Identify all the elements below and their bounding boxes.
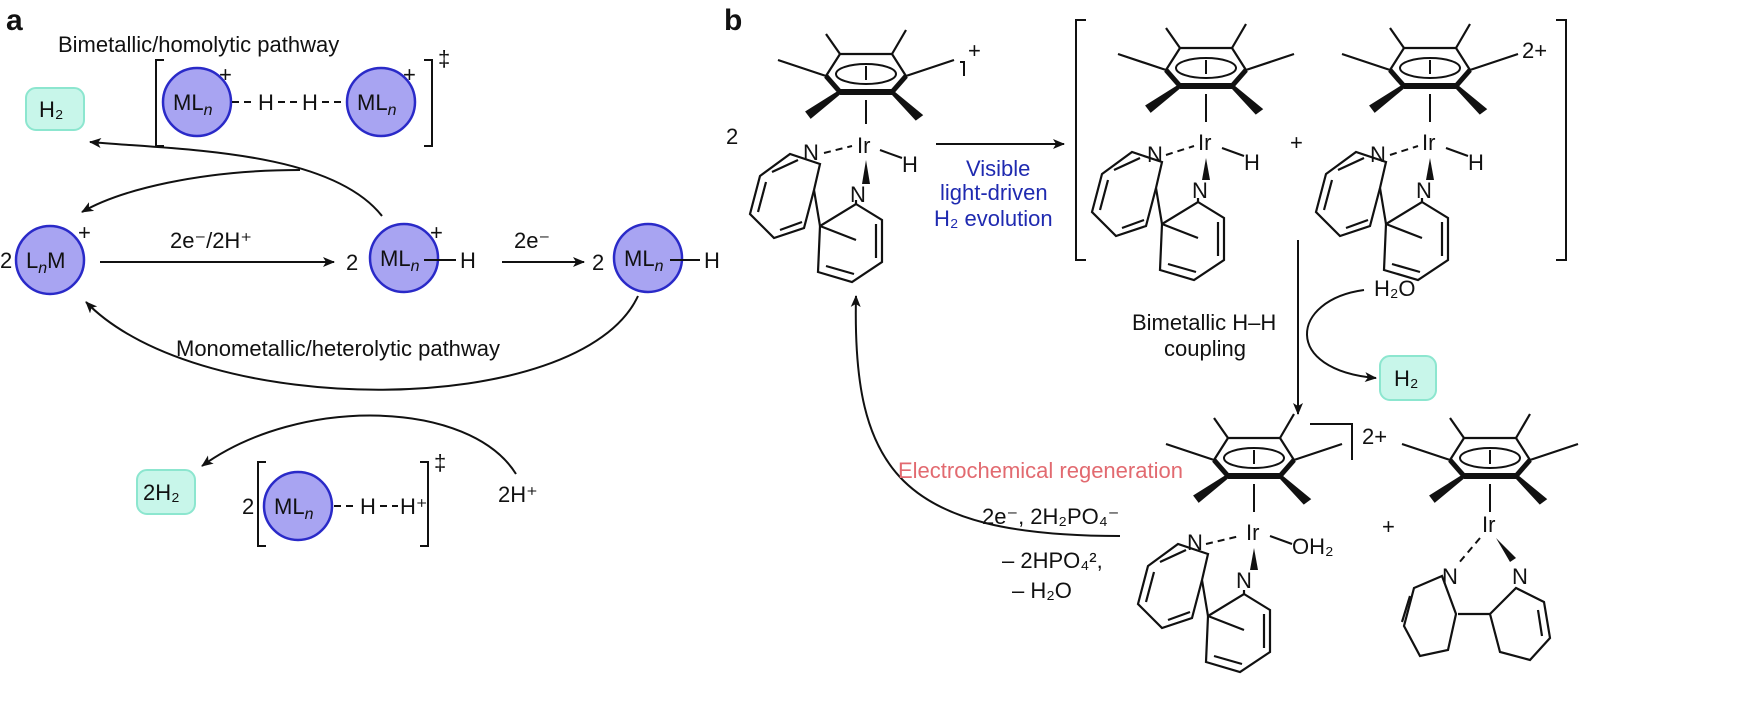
charge-plus: + xyxy=(403,62,416,87)
coefficient: 2 xyxy=(346,250,358,275)
hydride: H xyxy=(902,152,918,177)
proton: H⁺ xyxy=(400,494,428,519)
water-in: H₂O xyxy=(1374,276,1416,301)
coefficient: 2 xyxy=(592,250,604,275)
h2-product-label: H₂ xyxy=(39,97,63,122)
ir-aqua-complex: Ir N OH₂ N xyxy=(1136,414,1342,674)
transition-state-symbol: ‡ xyxy=(434,450,446,475)
nitrogen: N xyxy=(850,182,866,207)
dimer-ir-complex-b: Ir N H N xyxy=(1314,24,1518,282)
nitrogen: N xyxy=(1192,178,1208,203)
metal-ir: Ir xyxy=(1482,512,1495,537)
coefficient: 2 xyxy=(0,248,12,273)
coefficient: 2 xyxy=(726,124,738,149)
h2-product-box xyxy=(25,87,85,131)
lnm-sphere xyxy=(14,224,86,296)
charge-2plus: 2+ xyxy=(1362,424,1387,449)
coefficient: 2 xyxy=(242,494,254,519)
transition-state-symbol: ‡ xyxy=(438,46,450,71)
ir-hydride-complex: Ir N H N xyxy=(748,30,954,284)
panel-a-label: a xyxy=(6,4,23,37)
nitrogen: N xyxy=(1370,142,1386,167)
bimetallic-coupling-line1: Bimetallic H–H xyxy=(1132,310,1276,335)
h-atom: H xyxy=(360,494,376,519)
nitrogen: N xyxy=(1147,142,1163,167)
2h2-product-box xyxy=(136,469,196,515)
dimer-ir-complex-a: Ir N H N xyxy=(1090,24,1294,282)
nitrogen: N xyxy=(1512,564,1528,589)
electrochem-reagents-line1: 2e⁻, 2H₂PO₄⁻ xyxy=(982,504,1119,529)
ir-reduced-complex: Ir N N xyxy=(1402,414,1578,662)
metal-ir: Ir xyxy=(1198,130,1211,155)
plus: + xyxy=(1382,514,1395,539)
h2-product-label: H₂ xyxy=(1394,366,1418,391)
nitrogen: N xyxy=(1416,178,1432,203)
charge-plus: + xyxy=(219,62,232,87)
electrochem-reagents-line3: – H₂O xyxy=(1012,578,1072,603)
visible-light-line3: H₂ evolution xyxy=(934,206,1053,231)
electrochemical-regeneration-label: Electrochemical regeneration xyxy=(898,458,1183,483)
hydride: H xyxy=(1468,150,1484,175)
monometallic-pathway-label: Monometallic/heterolytic pathway xyxy=(176,336,500,361)
h-atom: H xyxy=(302,90,318,115)
step2-reagents: 2e⁻ xyxy=(514,228,550,253)
nitrogen: N xyxy=(1236,568,1252,593)
nitrogen: N xyxy=(1442,564,1458,589)
hydride: H xyxy=(1244,150,1260,175)
visible-light-line1: Visible xyxy=(966,156,1030,181)
metal-sphere xyxy=(161,66,233,138)
ml-label: MLn xyxy=(380,246,420,275)
metal-sphere xyxy=(345,66,417,138)
metal-ir: Ir xyxy=(1246,520,1259,545)
2h2-product-label: 2H₂ xyxy=(143,480,180,505)
metal-sphere xyxy=(612,222,684,294)
metal-sphere xyxy=(368,222,440,294)
charge-2plus: 2+ xyxy=(1522,38,1547,63)
hydride-h: H xyxy=(704,248,720,273)
charge-plus: + xyxy=(78,220,91,245)
charge-plus: + xyxy=(430,220,443,245)
plus: + xyxy=(1290,130,1303,155)
aqua-ligand: OH₂ xyxy=(1292,534,1334,559)
charge-plus: + xyxy=(968,38,981,63)
bimetallic-pathway-label: Bimetallic/homolytic pathway xyxy=(58,32,339,57)
heterolytic-transition-state: 2 MLn H H⁺ ‡ xyxy=(242,450,446,547)
metal-sphere xyxy=(262,470,334,542)
bimetallic-transition-state: MLn + H H MLn + ‡ xyxy=(155,46,450,147)
electrochem-reagents-line2: – 2HPO₄², xyxy=(1002,548,1103,573)
hydride-h: H xyxy=(460,248,476,273)
proton-source: 2H⁺ xyxy=(498,482,538,507)
metal-ir: Ir xyxy=(857,133,870,158)
metal-ir: Ir xyxy=(1422,130,1435,155)
h-atom: H xyxy=(258,90,274,115)
panel-b-label: b xyxy=(724,4,742,37)
step1-reagents: 2e⁻/2H⁺ xyxy=(170,228,252,253)
h2-product-box xyxy=(1379,355,1437,401)
bimetallic-coupling-line2: coupling xyxy=(1164,336,1246,361)
visible-light-line2: light-driven xyxy=(940,180,1048,205)
